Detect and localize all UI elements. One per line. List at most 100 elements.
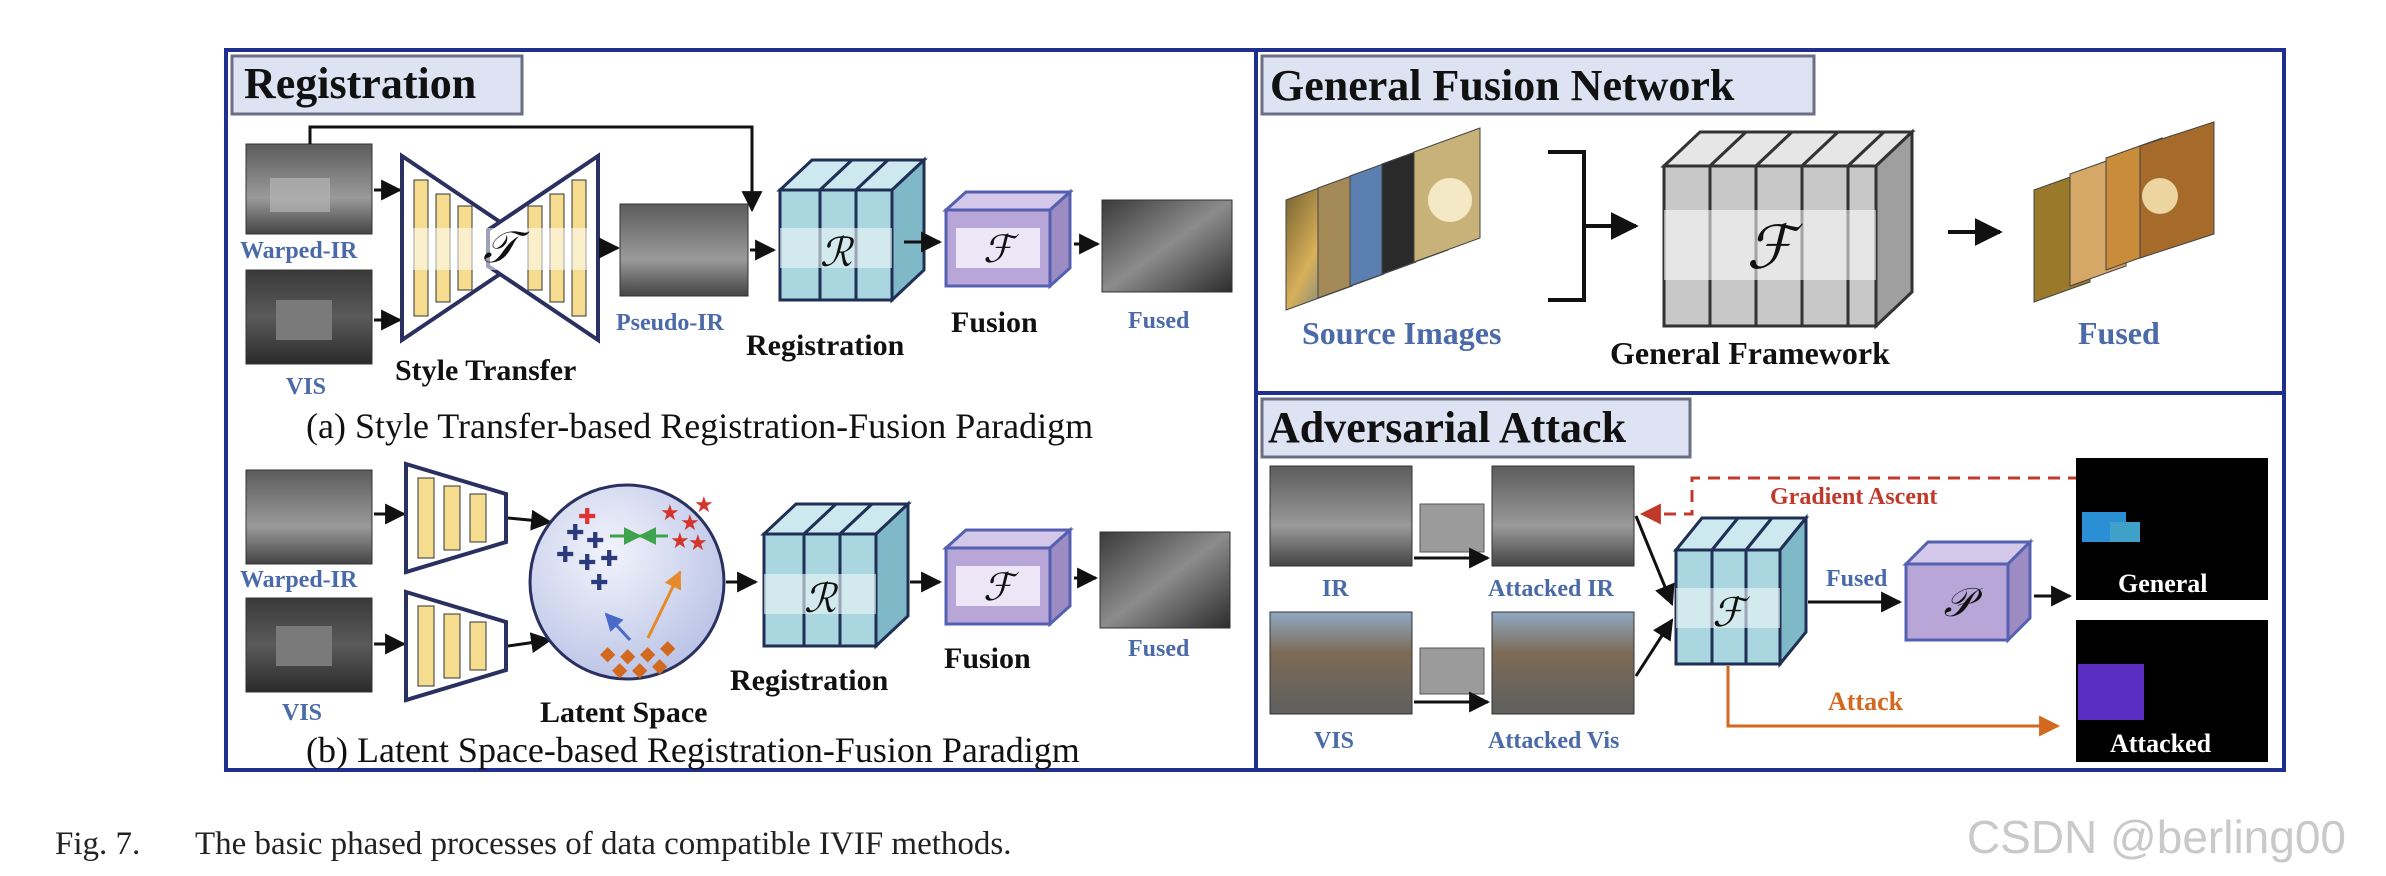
attacked-result-label: Attacked xyxy=(2110,729,2212,758)
registration-cube-b: ℛ xyxy=(760,500,912,650)
registration-label-a: Registration xyxy=(746,329,905,362)
latent-cluster-orange: ◆◆ ◆◆ ◆◆ ◆ xyxy=(600,637,676,681)
vis-house-b xyxy=(276,626,332,666)
latent-arrow-blue xyxy=(604,612,632,642)
adversarial-panel-frame xyxy=(1254,391,2286,772)
svg-text:✚: ✚ xyxy=(578,550,596,575)
latent-arrow-orange xyxy=(646,570,682,639)
source-bracket xyxy=(1548,150,1586,302)
paradigm-a: Warped-IR VIS 𝒯 Style Transfer Pseudo-IR xyxy=(240,125,1233,446)
source-images-stack xyxy=(1285,127,1481,311)
r-symbol-a: ℛ xyxy=(820,230,855,275)
gradient-ascent-arrow xyxy=(1639,476,2080,525)
latent-cluster-blue: ✚✚ ✚✚ ✚✚ xyxy=(556,520,618,595)
latent-space-sphere xyxy=(528,483,726,681)
latent-cluster-red: ★★ ★★ ★ xyxy=(660,492,714,555)
fusion-cube-b: ℱ xyxy=(942,526,1074,628)
svg-text:✚: ✚ xyxy=(586,528,604,553)
arrow-enc-to-latent-1 xyxy=(507,509,553,531)
style-transfer-label: Style Transfer xyxy=(395,354,576,387)
attacked-seg-blob xyxy=(2078,664,2144,720)
svg-text:◆: ◆ xyxy=(632,659,648,681)
encoder-bar xyxy=(469,621,487,671)
general-framework-cube: ℱ xyxy=(1660,128,1916,330)
arrow-enc-to-latent-2 xyxy=(507,632,553,654)
general-framework-label: General Framework xyxy=(1610,335,1890,371)
figure-caption-text: The basic phased processes of data compa… xyxy=(195,826,1012,862)
paradigm-b: Warped-IR VIS ✚✚ ✚✚ ✚✚ ✚ ★★ ★★ ★ ◆◆ xyxy=(240,461,1231,770)
latent-space-label: Latent Space xyxy=(540,696,708,729)
warped-ir-label-b: Warped-IR xyxy=(240,567,358,593)
registration-cube-a: ℛ xyxy=(776,156,928,304)
latent-cross-red: ✚ xyxy=(578,504,596,529)
fused-label-adv: Fused xyxy=(1826,566,1888,592)
svg-text:★: ★ xyxy=(694,492,714,517)
encoder-bar xyxy=(417,477,435,559)
encoder-bar xyxy=(443,485,461,551)
encoder-bar xyxy=(443,613,461,679)
encoder-bar xyxy=(469,493,487,543)
figure-diagram: Registration General Fusion Network Adve… xyxy=(224,48,2286,772)
pseudo-ir-label: Pseudo-IR xyxy=(616,310,725,336)
ir-label: IR xyxy=(1322,576,1349,602)
ir-image xyxy=(1269,465,1413,567)
attacked-vis-image xyxy=(1491,611,1635,715)
svg-text:◆: ◆ xyxy=(660,637,676,659)
svg-text:✚: ✚ xyxy=(556,542,574,567)
adversarial-f-cube: ℱ xyxy=(1672,513,1810,669)
encoder-bar xyxy=(417,605,435,687)
pseudo-ir-image xyxy=(619,203,749,297)
vis-label-adv: VIS xyxy=(1314,728,1354,754)
fusion-label-b: Fusion xyxy=(944,642,1031,675)
ir-noise-patch xyxy=(1419,503,1485,553)
svg-text:✚: ✚ xyxy=(566,520,584,545)
svg-text:◆: ◆ xyxy=(652,655,668,677)
r-symbol-b: ℛ xyxy=(804,576,839,621)
attacked-vis-label: Attacked Vis xyxy=(1488,728,1619,754)
general-result-label: General xyxy=(2118,569,2208,598)
figure-number: Fig. 7. xyxy=(55,826,141,862)
fused-image-b xyxy=(1099,531,1231,629)
caption-b: (b) Latent Space-based Registration-Fusi… xyxy=(306,730,1080,770)
attack-label: Attack xyxy=(1828,687,1904,716)
general-title: General Fusion Network xyxy=(1270,61,1735,110)
vis-label-b: VIS xyxy=(282,700,322,726)
caption-a: (a) Style Transfer-based Registration-Fu… xyxy=(306,406,1093,446)
fused-image-a xyxy=(1101,199,1233,293)
vis-image-adv xyxy=(1269,611,1413,715)
vis-noise-patch xyxy=(1419,647,1485,695)
vis-house-a xyxy=(276,300,332,340)
svg-text:◆: ◆ xyxy=(600,643,616,665)
svg-text:★: ★ xyxy=(688,530,708,555)
svg-text:◆: ◆ xyxy=(612,659,628,681)
general-seg-blob xyxy=(2110,522,2140,542)
general-fused-label: Fused xyxy=(2078,315,2160,351)
adversarial-attack: IR VIS Attacked IR Attacked Vis Gradient… xyxy=(1269,458,2268,762)
adversarial-title: Adversarial Attack xyxy=(1268,403,1627,452)
registration-title: Registration xyxy=(244,59,476,108)
warped-ir-image-b xyxy=(245,469,373,565)
adversarial-title-box xyxy=(1260,397,1692,459)
fused-images-stack xyxy=(2033,121,2215,303)
fused-label-b: Fused xyxy=(1128,636,1190,662)
arrow-attacked-ir-to-f xyxy=(1634,515,1675,606)
registration-label-b: Registration xyxy=(730,664,889,697)
skip-connection-arrow xyxy=(308,125,763,213)
fused-label-a: Fused xyxy=(1128,308,1190,334)
fusion-label-a: Fusion xyxy=(951,306,1038,339)
general-fusion: Source Images ℱ General Framework xyxy=(1285,121,2215,371)
attacked-ir-label: Attacked IR xyxy=(1488,576,1615,602)
svg-text:★: ★ xyxy=(670,528,690,553)
svg-text:★: ★ xyxy=(660,500,680,525)
warped-ir-label-a: Warped-IR xyxy=(240,238,358,264)
general-title-box xyxy=(1260,54,1816,116)
gradient-ascent-label: Gradient Ascent xyxy=(1770,484,1937,510)
attack-arrow xyxy=(1726,666,2061,737)
arrow-attacked-vis-to-f xyxy=(1634,618,1674,677)
p-cube: 𝒫 xyxy=(1902,538,2034,644)
svg-text:★: ★ xyxy=(680,510,700,535)
svg-text:✚: ✚ xyxy=(590,570,608,595)
warped-ir-house-a xyxy=(270,178,330,212)
svg-text:✚: ✚ xyxy=(600,546,618,571)
fusion-cube-a: ℱ xyxy=(942,188,1074,290)
